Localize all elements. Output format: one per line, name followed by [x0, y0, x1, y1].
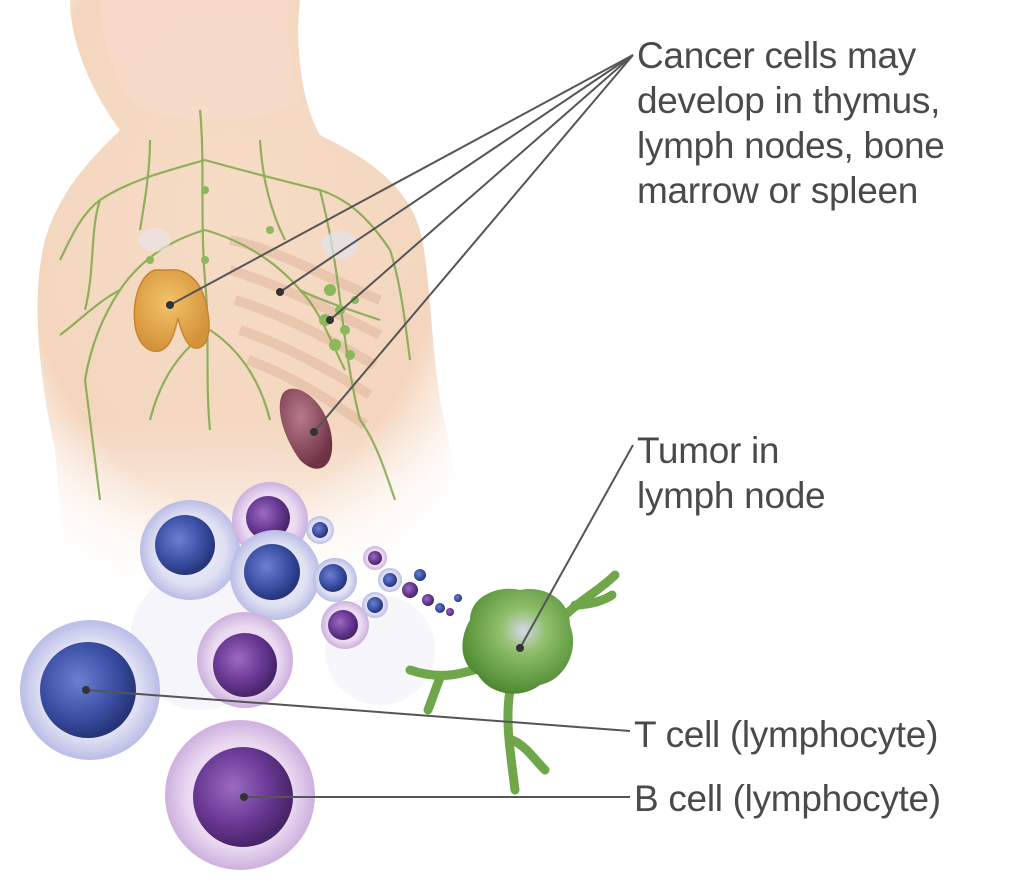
label-line: Tumor in [637, 428, 825, 473]
label-line: marrow or spleen [637, 168, 945, 213]
faint-organ [139, 228, 171, 252]
label-line: develop in thymus, [637, 78, 945, 123]
label-line: lymph nodes, bone [637, 123, 945, 168]
label-line: Cancer cells may [637, 33, 945, 78]
label-b-cell: B cell (lymphocyte) [634, 776, 941, 821]
label-tumor: Tumor in lymph node [637, 428, 825, 518]
label-cancer-cells: Cancer cells may develop in thymus, lymp… [637, 33, 945, 213]
faint-organ [322, 231, 358, 259]
label-line: lymph node [637, 473, 825, 518]
label-t-cell: T cell (lymphocyte) [634, 712, 938, 757]
